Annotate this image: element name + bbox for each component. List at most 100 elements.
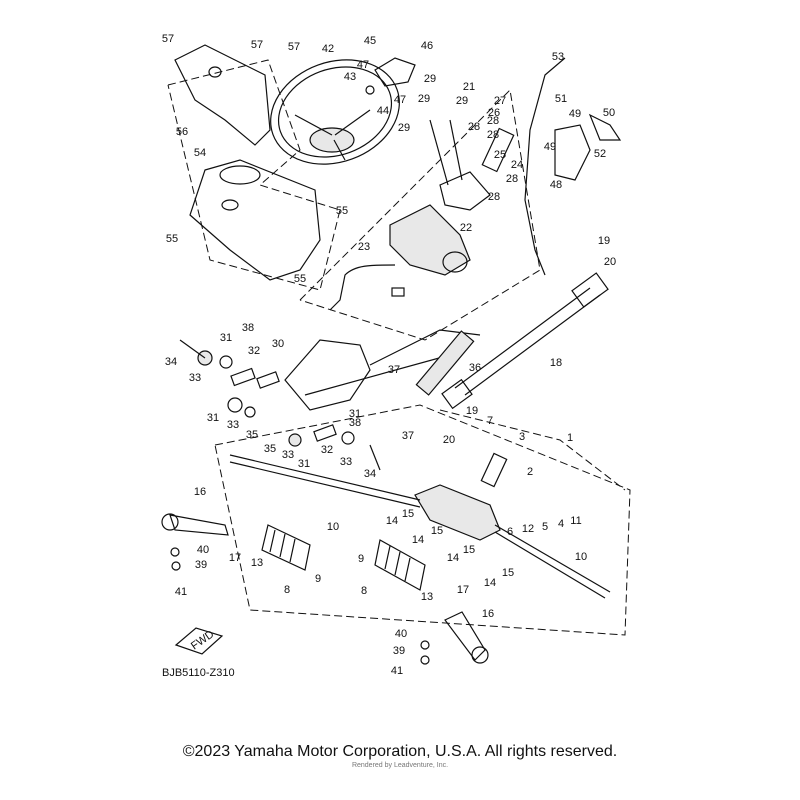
part-callout-8: 8 xyxy=(284,584,290,596)
part-callout-24: 24 xyxy=(511,159,523,171)
part-callout-33: 33 xyxy=(340,456,352,468)
part-callout-35: 35 xyxy=(264,443,276,455)
part-callout-56: 56 xyxy=(176,126,188,138)
part-callout-55: 55 xyxy=(294,273,306,285)
part-callout-20: 20 xyxy=(604,256,616,268)
part-callout-10: 10 xyxy=(575,551,587,563)
part-callout-11: 11 xyxy=(570,515,581,527)
part-callout-44: 44 xyxy=(377,105,389,117)
part-callout-51: 51 xyxy=(555,93,567,105)
part-callout-14: 14 xyxy=(484,577,496,589)
part-callout-41: 41 xyxy=(175,586,187,598)
bushings-and-collars xyxy=(179,339,381,471)
part-callout-2: 2 xyxy=(527,466,533,478)
part-callout-37: 37 xyxy=(402,430,414,442)
assembly-outlines xyxy=(167,59,631,636)
part-callout-33: 33 xyxy=(282,449,294,461)
part-callout-36: 36 xyxy=(469,362,481,374)
part-callout-16: 16 xyxy=(482,608,494,620)
part-callout-39: 39 xyxy=(195,559,207,571)
part-callout-49: 49 xyxy=(569,108,581,120)
part-callout-27: 27 xyxy=(494,95,506,107)
part-callout-3: 3 xyxy=(519,431,525,443)
diagram-code: BJB5110-Z310 xyxy=(162,667,235,679)
column-mount-bracket xyxy=(284,329,481,411)
part-callout-35: 35 xyxy=(246,429,258,441)
part-callout-47: 47 xyxy=(357,59,369,71)
part-callout-15: 15 xyxy=(463,544,475,556)
part-callout-28: 28 xyxy=(487,115,499,127)
part-callout-15: 15 xyxy=(431,525,443,537)
part-callout-32: 32 xyxy=(321,444,333,456)
part-callout-53: 53 xyxy=(552,51,564,63)
part-callout-4: 4 xyxy=(558,518,564,530)
steering-rack-housing xyxy=(229,452,611,599)
part-callout-41: 41 xyxy=(391,665,403,677)
part-callout-57: 57 xyxy=(162,33,174,45)
render-credit: Rendered by Leadventure, Inc. xyxy=(351,762,449,769)
part-callout-15: 15 xyxy=(402,508,414,520)
part-callout-43: 43 xyxy=(344,71,356,83)
part-callout-37: 37 xyxy=(388,364,400,376)
part-callout-17: 17 xyxy=(229,552,241,564)
part-callout-52: 52 xyxy=(594,148,606,160)
part-callout-26: 26 xyxy=(488,107,500,119)
fwd-label: FWD xyxy=(189,628,216,652)
tie-rod-end-left xyxy=(161,513,229,571)
part-callout-14: 14 xyxy=(386,515,398,527)
rack-boots xyxy=(261,524,426,591)
copyright-notice: ©2023 Yamaha Motor Corporation, U.S.A. A… xyxy=(182,743,618,760)
part-callout-22: 22 xyxy=(460,222,472,234)
part-callout-47: 47 xyxy=(394,94,406,106)
steering-damper xyxy=(415,330,475,396)
part-callout-40: 40 xyxy=(395,628,407,640)
part-callout-31: 31 xyxy=(220,332,232,344)
part-callout-29: 29 xyxy=(456,95,468,107)
part-callout-40: 40 xyxy=(197,544,209,556)
part-callout-50: 50 xyxy=(603,107,615,119)
part-callout-8: 8 xyxy=(361,585,367,597)
part-callout-49: 49 xyxy=(544,141,556,153)
part-callout-19: 19 xyxy=(466,405,478,417)
forward-direction-arrow: FWD xyxy=(174,627,224,655)
part-callout-30: 30 xyxy=(272,338,284,350)
part-callout-28: 28 xyxy=(468,121,480,133)
part-callout-17: 17 xyxy=(457,584,469,596)
part-callout-34: 34 xyxy=(364,468,376,480)
part-callout-39: 39 xyxy=(393,645,405,657)
column-bracket xyxy=(429,119,515,211)
tie-rod-end-right xyxy=(420,611,489,665)
wheel-cap-assembly xyxy=(365,57,416,95)
part-callout-28: 28 xyxy=(506,173,518,185)
part-callout-28: 28 xyxy=(487,129,499,141)
part-callout-13: 13 xyxy=(421,591,433,603)
part-callout-54: 54 xyxy=(194,147,206,159)
part-callout-6: 6 xyxy=(507,526,513,538)
part-callout-18: 18 xyxy=(550,357,562,369)
part-callout-31: 31 xyxy=(298,458,310,470)
steering-wheel xyxy=(270,59,400,165)
part-callout-1: 1 xyxy=(567,432,573,444)
part-callout-10: 10 xyxy=(327,521,339,533)
part-callout-19: 19 xyxy=(598,235,610,247)
part-callout-29: 29 xyxy=(424,73,436,85)
part-callout-48: 48 xyxy=(550,179,562,191)
part-callout-31: 31 xyxy=(207,412,219,424)
part-callout-29: 29 xyxy=(418,93,430,105)
steering-column-upper-cover xyxy=(174,44,271,146)
part-callout-5: 5 xyxy=(542,521,548,533)
part-callout-28: 28 xyxy=(488,191,500,203)
tilt-cable-and-lever xyxy=(524,57,622,276)
part-callout-32: 32 xyxy=(248,345,260,357)
part-callout-31: 31 xyxy=(349,408,361,420)
part-callout-21: 21 xyxy=(463,81,475,93)
part-callout-15: 15 xyxy=(502,567,514,579)
part-callout-29: 29 xyxy=(398,122,410,134)
part-callout-57: 57 xyxy=(251,39,263,51)
part-callout-57: 57 xyxy=(288,41,300,53)
part-callout-9: 9 xyxy=(358,553,364,565)
steering-column-lower-cover xyxy=(189,159,321,281)
part-callout-42: 42 xyxy=(322,43,334,55)
